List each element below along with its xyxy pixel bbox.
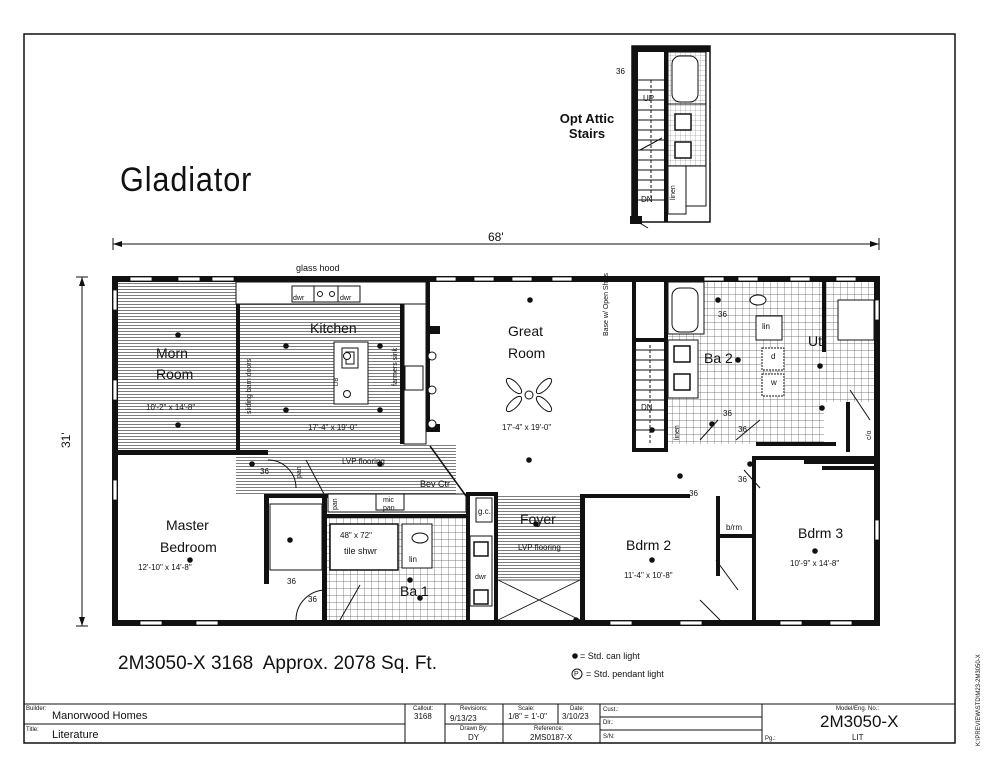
room-size: 17'-4" x 19'-0" bbox=[502, 423, 552, 432]
room-name: Room bbox=[508, 345, 546, 361]
room-name: Foyer bbox=[520, 511, 556, 527]
room-size: 10'-9" x 14'-8" bbox=[790, 559, 840, 568]
revisions-label: Revisions: bbox=[460, 706, 488, 712]
dlr-label: Dlr.: bbox=[603, 720, 614, 726]
lin-label: lin bbox=[762, 322, 771, 331]
room-name: Room bbox=[156, 366, 194, 382]
scale-value: 1/8" = 1'-0" bbox=[508, 712, 548, 721]
base-shelves-label: Base w/ Open Shlvs bbox=[603, 272, 610, 336]
attic-door-width: 36 bbox=[616, 67, 625, 76]
date-value: 3/10/23 bbox=[562, 712, 589, 721]
attic-dn-label: DN bbox=[641, 195, 653, 204]
broom-closet-label: b/rm bbox=[726, 523, 742, 532]
door-width: 36 bbox=[738, 425, 747, 434]
pendant-light-legend: = Std. pendant light bbox=[586, 669, 664, 679]
cust-label: Cust.: bbox=[603, 707, 619, 713]
title-label: Title: bbox=[26, 727, 39, 733]
builder-value: Manorwood Homes bbox=[52, 710, 148, 722]
ceiling-fan bbox=[505, 377, 553, 413]
room-size: 17'-4" x 19'-0" bbox=[308, 423, 358, 432]
room-name: Bedroom bbox=[160, 539, 217, 555]
pendant-light-symbol bbox=[571, 668, 583, 680]
page-label: Pg.: bbox=[765, 736, 776, 742]
builder-label: Builder: bbox=[26, 706, 47, 712]
pan-label: pan bbox=[296, 466, 303, 478]
attic-stairs-inset bbox=[630, 45, 711, 229]
dwr-label: dwr bbox=[340, 295, 352, 302]
door-width: 36 bbox=[723, 409, 732, 418]
dn-label: DN bbox=[641, 403, 653, 412]
morning-room-floor bbox=[118, 282, 236, 450]
dwr-label: dwr bbox=[293, 295, 305, 302]
washer-label: w bbox=[771, 378, 777, 387]
gc-label: g.c. bbox=[478, 507, 491, 516]
room-name: Utl bbox=[808, 333, 826, 349]
barn-doors-label: sliding barn doors bbox=[246, 358, 253, 414]
model-eng-label: Model/Eng. No.: bbox=[836, 706, 880, 712]
room-name: Kitchen bbox=[310, 320, 357, 336]
attic-linen-label: linen bbox=[670, 185, 677, 200]
room-size: 10'-2" x 14'-8" bbox=[146, 403, 196, 412]
door-width: 36 bbox=[287, 577, 296, 586]
file-path-note: K:\PREVIEW\STD\M23-2M3050-X bbox=[976, 654, 982, 746]
room-name: Ba 2 bbox=[704, 350, 733, 366]
kitchen-floor bbox=[236, 304, 404, 444]
glass-hood-label: glass hood bbox=[296, 263, 340, 273]
date-label: Date: bbox=[570, 706, 585, 712]
door-width: 36 bbox=[308, 595, 317, 604]
mic-pan-label: mic pan bbox=[383, 497, 395, 512]
room-name: Morn bbox=[156, 345, 188, 361]
plan-title: Gladiator bbox=[120, 161, 253, 199]
can-light-symbol bbox=[572, 653, 578, 659]
revisions-value: 9/13/23 bbox=[450, 714, 477, 723]
room-name: Bdrm 3 bbox=[798, 525, 844, 541]
title-value: Literature bbox=[52, 729, 99, 741]
lit-value: LIT bbox=[852, 733, 864, 742]
reference-value: 2MS0187-X bbox=[530, 733, 573, 742]
drawn-by-label: Drawn By: bbox=[460, 726, 488, 732]
door-width: 36 bbox=[689, 489, 698, 498]
foyer-lvp-label: LVP flooring bbox=[518, 543, 561, 552]
dwr-label: dwr bbox=[475, 574, 487, 581]
dryer-label: d bbox=[771, 352, 776, 361]
room-name: Ba 1 bbox=[400, 583, 429, 599]
room-size: 11'-4" x 10'-8" bbox=[624, 571, 673, 580]
callout-value: 3168 bbox=[414, 712, 432, 721]
can-light-legend: = Std. can light bbox=[580, 651, 640, 661]
pan-label: pan bbox=[332, 498, 339, 510]
reference-label: Reference: bbox=[534, 726, 564, 732]
door-width: 36 bbox=[738, 475, 747, 484]
tile-shower-label: tile shwr bbox=[344, 546, 378, 556]
db-label: DB bbox=[334, 377, 340, 386]
door-width: 36 bbox=[260, 467, 269, 476]
model-line: 2M3050-X 3168 Approx. 2078 Sq. Ft. bbox=[118, 653, 437, 674]
lin-label: lin bbox=[409, 555, 418, 564]
room-name: Master bbox=[166, 517, 209, 533]
width-dimension: 68' bbox=[488, 230, 504, 244]
co-label: c/o bbox=[866, 430, 873, 440]
attic-up-label: UP bbox=[643, 94, 655, 103]
sn-label: S/N: bbox=[603, 734, 615, 740]
room-name: Great bbox=[508, 323, 544, 339]
farmers-sink-label: farmers sink bbox=[392, 347, 399, 386]
depth-dimension: 31' bbox=[59, 432, 73, 448]
scale-label: Scale: bbox=[518, 706, 535, 712]
linen-label: linen bbox=[674, 425, 681, 440]
model-eng-value: 2M3050-X bbox=[820, 712, 899, 731]
room-size: 12'-10" x 14'-8" bbox=[138, 563, 192, 572]
attic-stairs-label: Opt Attic Stairs bbox=[559, 111, 615, 141]
drawn-by-value: DY bbox=[468, 733, 480, 742]
lvp-flooring-label: LVP flooring bbox=[342, 457, 385, 466]
door-width: 36 bbox=[718, 310, 727, 319]
tile-shower-size: 48" x 72" bbox=[340, 531, 372, 540]
room-name: Bdrm 2 bbox=[626, 537, 672, 553]
bev-ctr-label: Bev Ctr bbox=[420, 479, 451, 489]
pendant-symbol: P bbox=[574, 671, 579, 678]
callout-label: Callout: bbox=[413, 706, 434, 712]
